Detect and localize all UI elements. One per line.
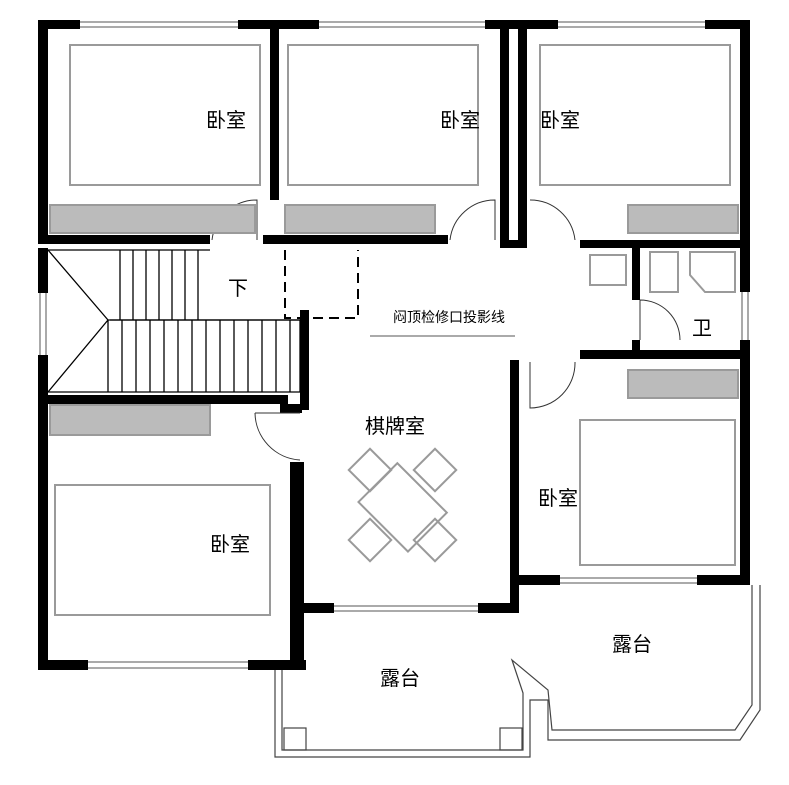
walls	[38, 20, 750, 670]
label-bedroom-top-mid: 卧室	[440, 108, 480, 132]
furniture	[49, 44, 739, 616]
windows	[39, 21, 749, 669]
label-terrace-left: 露台	[380, 666, 420, 690]
label-bedroom-lower-left: 卧室	[210, 532, 250, 556]
attic-hatch-line	[284, 250, 359, 319]
label-chess-room: 棋牌室	[365, 414, 425, 438]
label-bedroom-top-left: 卧室	[206, 108, 246, 132]
terraces	[274, 585, 761, 758]
label-bedroom-lower-right: 卧室	[538, 486, 578, 510]
doors	[211, 199, 681, 461]
stairs	[47, 249, 301, 393]
label-stair-down: 下	[228, 276, 248, 300]
label-attic-hatch: 闷顶检修口投影线	[393, 310, 505, 326]
label-terrace-right: 露台	[612, 632, 652, 656]
label-bathroom: 卫	[692, 316, 712, 340]
label-bedroom-top-right: 卧室	[540, 108, 580, 132]
